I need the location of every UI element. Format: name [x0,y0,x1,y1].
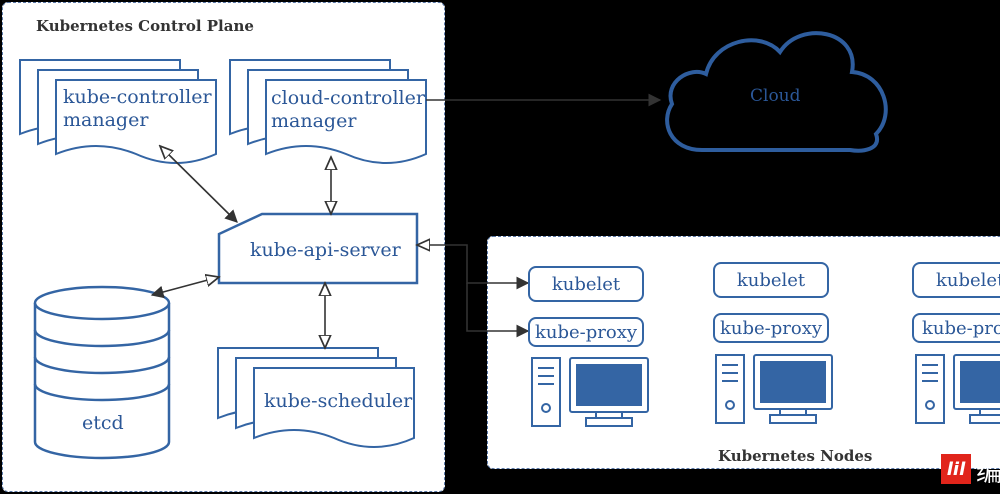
kube-controller-manager-label: kube-controller manager [63,86,212,131]
connector-api-kube-proxy [466,283,530,338]
computer-icon [531,357,649,427]
nodes-title: Kubernetes Nodes [718,447,873,465]
kubelet-box: kubelet [528,266,644,302]
connector-etcd-api [152,277,219,295]
kube-controller-manager-shape [19,59,217,164]
computer-icon [915,354,1000,424]
kube-scheduler-shape [217,347,415,448]
etcd-cylinder [33,285,171,460]
kubelet-box: kubelet [912,262,1000,298]
kube-api-server-label: kube-api-server [250,239,401,261]
watermark-text: 编 [976,458,1000,488]
watermark-logo: lil [941,454,971,484]
connector-api-kubelet [417,245,528,283]
kube-proxy-box: kube-proxy [912,313,1000,343]
kubelet-box: kubelet [713,262,829,298]
cloud-shape [665,31,888,153]
computer-icon [715,354,833,424]
cloud-controller-manager-label: cloud-controller manager [271,87,425,132]
connectors [152,93,662,348]
kube-api-server-shape [217,212,419,285]
control-plane-title: Kubernetes Control Plane [36,17,254,35]
etcd-label: etcd [82,412,124,434]
connector-kcm-api [160,146,237,222]
kube-scheduler-label: kube-scheduler [264,390,413,412]
kube-proxy-box: kube-proxy [713,313,829,343]
kube-proxy-box: kube-proxy [528,317,644,347]
cloud-controller-manager-shape [229,59,427,164]
cloud-label: Cloud [750,86,801,106]
